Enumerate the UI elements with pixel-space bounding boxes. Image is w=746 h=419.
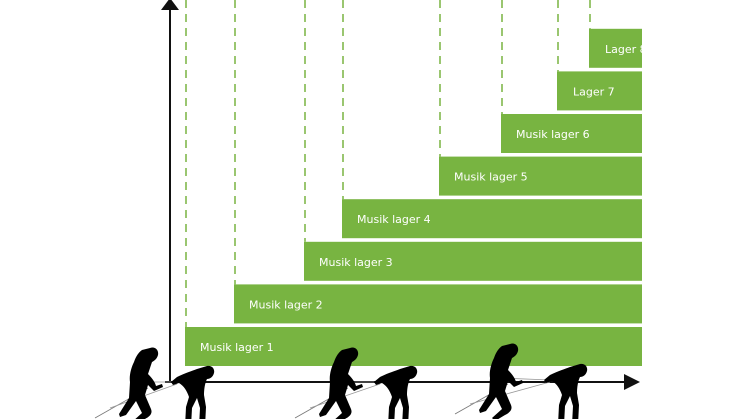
layer-bar bbox=[234, 284, 642, 324]
layer-bar bbox=[589, 28, 642, 68]
skiers-silhouettes bbox=[94, 343, 588, 419]
tow-rope bbox=[469, 381, 551, 405]
x-axis-arrow-icon bbox=[624, 374, 640, 390]
layer-label: Lager 8 bbox=[605, 43, 647, 56]
y-axis bbox=[161, 0, 179, 383]
skier-upright-icon bbox=[319, 347, 363, 419]
skier-bent-icon bbox=[171, 365, 215, 419]
layer-label: Lager 7 bbox=[573, 85, 615, 98]
layer-bar bbox=[185, 327, 642, 366]
layer-bars: Musik lager 1 Musik lager 2 Musik lager 3 M… bbox=[185, 28, 647, 366]
layer-bar bbox=[342, 199, 642, 239]
skier-upright-icon bbox=[119, 347, 163, 419]
layer-bar bbox=[557, 71, 642, 111]
y-axis-arrow-icon bbox=[161, 0, 179, 10]
layer-label: Musik lager 2 bbox=[249, 298, 323, 311]
skier-bent-icon bbox=[544, 363, 588, 419]
dashed-guides bbox=[185, 0, 591, 327]
layer-label: Musik lager 6 bbox=[516, 128, 590, 141]
layer-label: Musik lager 3 bbox=[319, 256, 393, 269]
layer-bar bbox=[501, 114, 642, 153]
layer-label: Musik lager 1 bbox=[200, 341, 274, 354]
layer-bar bbox=[304, 241, 642, 281]
skier-upright-icon bbox=[479, 343, 523, 419]
skier-bent-icon bbox=[374, 365, 418, 419]
layer-label: Musik lager 4 bbox=[357, 213, 431, 226]
layer-label: Musik lager 5 bbox=[454, 171, 528, 184]
layer-bar bbox=[439, 156, 642, 196]
